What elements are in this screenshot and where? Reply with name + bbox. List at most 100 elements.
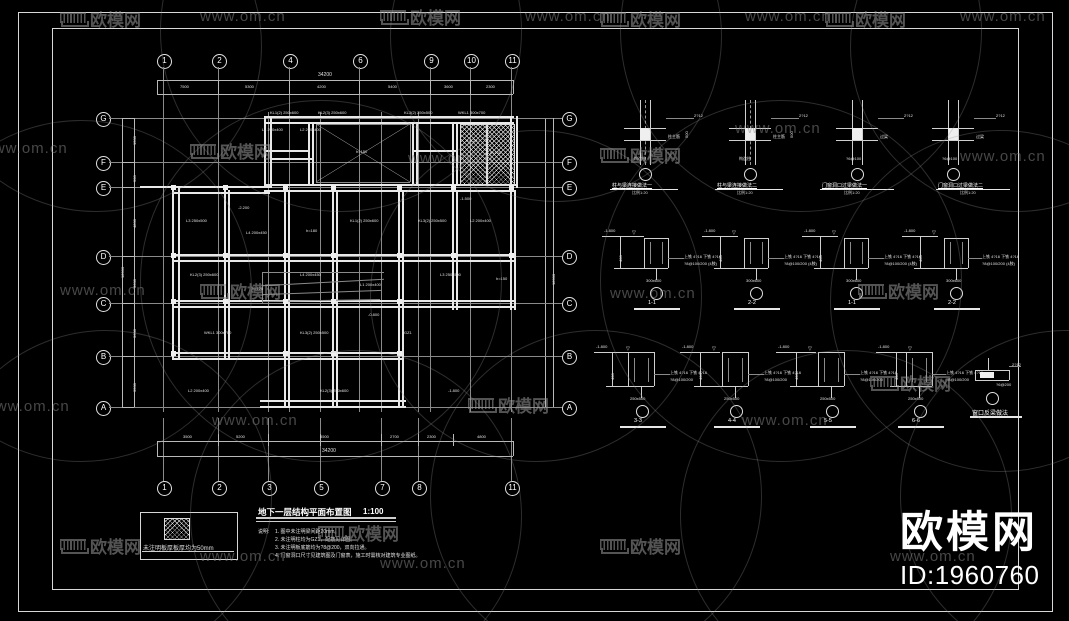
grid-bubble-top-11[interactable]: 11 [505,54,520,69]
grid-bubble-top-2[interactable]: 2 [212,54,227,69]
detail-title: 门窗洞口过梁做法二 [938,183,984,189]
section-callout[interactable] [636,405,649,418]
grid-bubble-top-10[interactable]: 10 [464,54,479,69]
column [283,351,288,356]
dim-top-1: 7500 [180,84,189,89]
section-callout[interactable] [730,405,743,418]
column [331,185,336,190]
grid-bubble-right-A[interactable]: A [562,401,577,416]
detail-callout[interactable] [986,392,999,405]
note-item-2: 2. 未注明柱均为GZ1，配筋见详图。 [275,537,356,543]
grid-bubble-top-4[interactable]: 4 [283,54,298,69]
grid-bubble-left-A[interactable]: A [96,401,111,416]
section-note: ?8@100/200 (4肢) [982,261,1015,266]
section-dim: 400 [610,373,615,380]
column [223,253,228,258]
level-symbol: ▽ [908,346,912,352]
section-callout[interactable] [850,287,863,300]
elevation-label: -1.800 [904,228,916,233]
dim-right-overall: 18900 [551,273,556,285]
detail-note: ?6@100 [942,156,958,161]
section-note: 250x500 [820,396,836,401]
level-symbol: ▽ [808,346,812,352]
detail-callout[interactable] [639,168,652,181]
grid-bubble-right-C[interactable]: C [562,297,577,312]
detail-note: 构造柱 [634,156,646,161]
section-title: 1-1 [848,300,856,306]
dim-bottom-1: 3500 [183,434,192,439]
section-callout[interactable] [950,287,963,300]
section-dim: 400 [794,373,799,380]
column [223,299,228,304]
grid-bubble-left-B[interactable]: B [96,350,111,365]
column [171,185,176,190]
section-title: 5-5 [824,418,832,424]
section-dim: 400 [698,373,703,380]
section-title: 3-3 [634,418,642,424]
grid-bubble-right-B[interactable]: B [562,350,577,365]
grid-bubble-bottom-5[interactable]: 5 [314,481,329,496]
level-symbol: ▽ [712,346,716,352]
section-callout[interactable] [826,405,839,418]
detail-callout[interactable] [744,168,757,181]
section-callout[interactable] [750,287,763,300]
section-note: ?8@100/200 (4肢) [784,261,817,266]
column-tag: GZ1 [404,330,412,335]
grid-bubble-top-6[interactable]: 6 [353,54,368,69]
detail-callout[interactable] [947,168,960,181]
brand-block: 欧模网 ID:1960760 [900,512,1039,591]
section-note: 上铁 4?16 下铁 4?16 [860,370,898,375]
dim-top-overall: 34200 [318,72,332,78]
section-note: 300x600 [946,278,962,283]
grid-bubble-bottom-3[interactable]: 3 [262,481,277,496]
section-dim: 400 [718,255,723,262]
detail-note: 2?12 [996,113,1005,118]
grid-bubble-right-E[interactable]: E [562,181,577,196]
detail-note: 柱主筋 [773,134,785,139]
grid-bubble-bottom-2[interactable]: 2 [212,481,227,496]
grid-bubble-bottom-8[interactable]: 8 [412,481,427,496]
grid-bubble-bottom-11[interactable]: 11 [505,481,520,496]
dim-bottom-3: 8500 [320,434,329,439]
column [171,351,176,356]
detail-subtitle: 比例1:20 [632,190,648,195]
section-dim: 400 [818,255,823,262]
grid-bubble-top-1[interactable]: 1 [157,54,172,69]
dim-bottom-overall: 34200 [322,448,336,454]
grid-bubble-left-F[interactable]: F [96,156,111,171]
brand-id: ID:1960760 [900,560,1040,590]
dim-left-3: 4800 [132,219,137,228]
grid-bubble-left-E[interactable]: E [96,181,111,196]
grid-bubble-left-D[interactable]: D [96,250,111,265]
section-title: 1-1 [648,300,656,306]
section-callout[interactable] [914,405,927,418]
column [331,253,336,258]
grid-bubble-bottom-7[interactable]: 7 [375,481,390,496]
grid-bubble-right-D[interactable]: D [562,250,577,265]
grid-bubble-left-G[interactable]: G [96,112,111,127]
elevation-tag: -1.500 [460,196,472,201]
section-note: 上铁 4?16 下铁 4?16 [784,254,822,259]
section-note: ?8@100/200 [860,377,883,382]
column [509,185,514,190]
section-callout[interactable] [650,287,663,300]
grid-bubble-top-9[interactable]: 9 [424,54,439,69]
column [451,253,456,258]
hatch-zone-1 [460,124,487,186]
section-note: 300x600 [746,278,762,283]
detail-title: 门窗洞口过梁做法一 [822,183,868,189]
section-dim: 400 [894,373,899,380]
grid-bubble-right-F[interactable]: F [562,156,577,171]
section-note: 250x500 [630,396,646,401]
level-symbol: ▽ [632,230,636,236]
detail-callout[interactable] [851,168,864,181]
column [451,185,456,190]
section-note: 上铁 4?16 下铁 4?16 [946,370,984,375]
section-note: ?8@100/200 [946,377,969,382]
section-title: 6-6 [912,418,920,424]
detail-note: 500 [789,131,794,138]
beam-tag: L2 200x400 [470,218,491,223]
grid-bubble-left-C[interactable]: C [96,297,111,312]
grid-bubble-bottom-1[interactable]: 1 [157,481,172,496]
grid-bubble-right-G[interactable]: G [562,112,577,127]
